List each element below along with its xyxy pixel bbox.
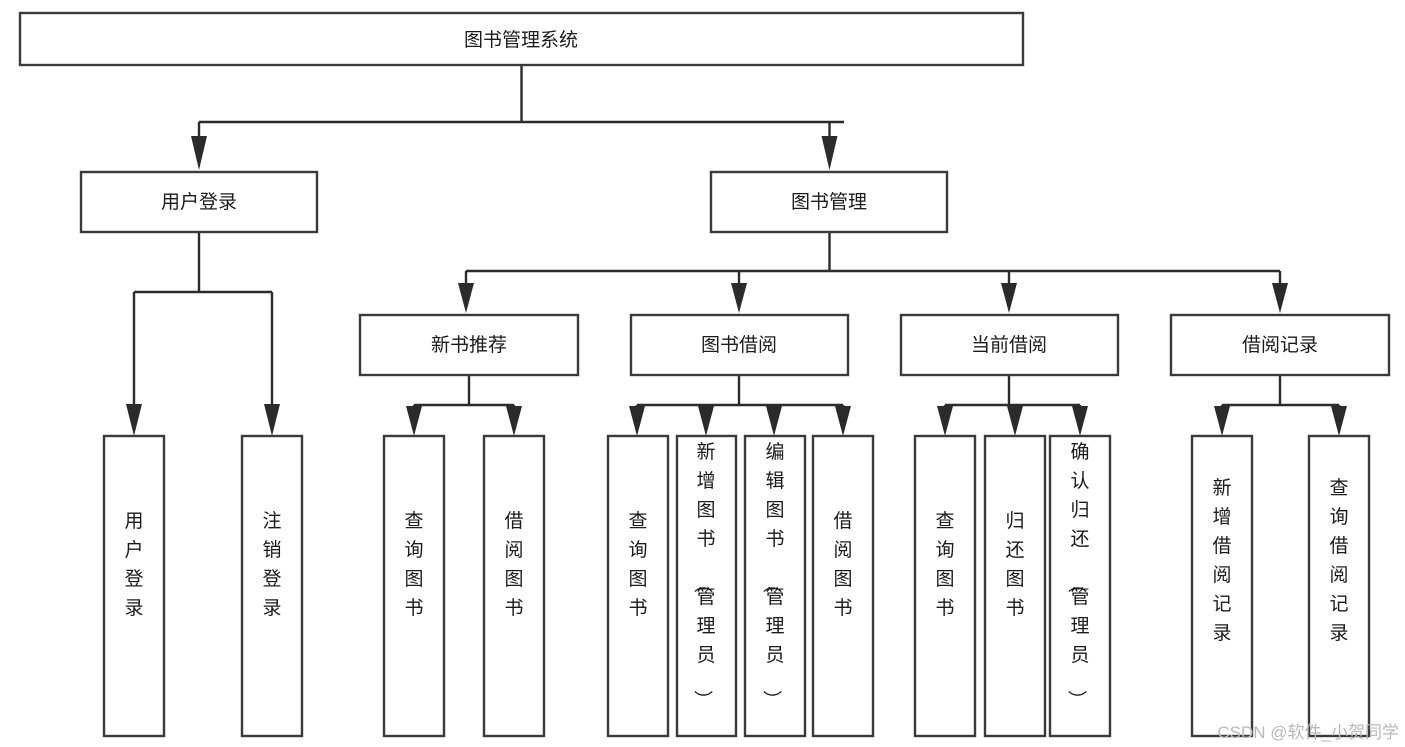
connector-group-book-mgmt (458, 232, 1288, 313)
arrow-current-leaf-1 (937, 406, 953, 436)
arrow-borrow-leaf-1 (629, 406, 645, 436)
leaf-borrow-query-box[interactable] (606, 434, 670, 738)
arrow-root-to-book-mgmt (821, 136, 838, 170)
arrow-book-mgmt-to-new-books (458, 283, 474, 313)
node-root-label: 图书管理系统 (464, 29, 578, 51)
leaf-borrow-add-book-box[interactable] (675, 434, 738, 738)
arrow-user-login-leaf-1 (126, 404, 142, 436)
leaf-user-login-label: 用户登录 (124, 511, 143, 619)
watermark-label: CSDN @软件_小贺同学 (1217, 723, 1399, 742)
arrow-borrow-leaf-2 (698, 406, 714, 436)
leaf-records-query-label: 查询借阅记录 (1329, 477, 1348, 644)
node-borrow-records-label: 借阅记录 (1242, 334, 1318, 356)
leaf-borrow-edit-book-label: 编辑图书（管理员） (760, 441, 784, 709)
arrow-new-books-leaf-1 (406, 406, 422, 436)
leaf-current-return[interactable]: 归还图书 (983, 434, 1047, 738)
leaf-borrow-book[interactable]: 借阅图书 (811, 434, 875, 738)
arrow-root-to-user-login (191, 136, 207, 170)
leaf-new-books-query-box[interactable] (382, 434, 446, 738)
connector-group-root (191, 65, 844, 170)
leaf-new-books-borrow-label: 借阅图书 (504, 510, 523, 619)
leaf-current-confirm-return[interactable]: 确认归还（管理员） (1048, 434, 1112, 738)
connector-group-new-books (406, 375, 522, 436)
leaf-records-add-box[interactable] (1190, 434, 1254, 738)
node-new-book-recommend-box[interactable] (358, 313, 580, 377)
node-current-borrow[interactable]: 当前借阅 (899, 313, 1120, 377)
node-borrow-records-box[interactable] (1169, 313, 1391, 377)
node-book-borrow-box[interactable] (629, 313, 850, 377)
leaf-logout-box[interactable] (240, 434, 304, 738)
leaf-logout-label: 注销登录 (262, 510, 281, 619)
leaf-current-confirm-return-label: 确认归还（管理员） (1065, 441, 1089, 709)
node-current-borrow-box[interactable] (899, 313, 1120, 377)
connector-group-borrow (629, 375, 851, 436)
leaf-records-query-box[interactable] (1307, 434, 1371, 738)
leaf-user-login[interactable]: 用户登录 (102, 434, 166, 738)
node-book-management-box[interactable] (709, 170, 949, 234)
node-current-borrow-label: 当前借阅 (971, 334, 1047, 356)
arrow-borrow-leaf-4 (835, 406, 851, 436)
leaf-borrow-add-book-label: 新增图书（管理员） (691, 441, 715, 709)
leaf-borrow-query[interactable]: 查询图书 (606, 434, 670, 738)
leaf-current-confirm-return-box[interactable] (1048, 434, 1112, 738)
leaf-records-add-label: 新增借阅记录 (1212, 477, 1231, 644)
leaf-new-books-query-label: 查询图书 (404, 510, 423, 619)
node-borrow-records[interactable]: 借阅记录 (1169, 313, 1391, 377)
leaf-records-add[interactable]: 新增借阅记录 (1190, 434, 1254, 738)
arrow-user-login-leaf-2 (264, 404, 280, 436)
arrow-book-mgmt-to-records (1272, 283, 1288, 313)
node-book-borrow[interactable]: 图书借阅 (629, 313, 850, 377)
node-user-login[interactable]: 用户登录 (79, 170, 319, 234)
node-book-management[interactable]: 图书管理 (709, 170, 949, 234)
node-book-management-label: 图书管理 (791, 191, 867, 213)
arrow-records-leaf-1 (1214, 406, 1230, 436)
arrow-new-books-leaf-2 (506, 406, 522, 436)
node-book-borrow-label: 图书借阅 (701, 334, 777, 356)
leaf-new-books-borrow-box[interactable] (482, 434, 546, 738)
leaf-current-query-label: 查询图书 (935, 510, 954, 619)
arrow-book-mgmt-to-current (1001, 283, 1017, 313)
leaf-borrow-add-book[interactable]: 新增图书（管理员） (675, 434, 738, 738)
leaf-current-return-label: 归还图书 (1005, 510, 1024, 619)
leaf-current-query[interactable]: 查询图书 (913, 434, 977, 738)
leaf-current-return-box[interactable] (983, 434, 1047, 738)
leaf-borrow-edit-book-box[interactable] (743, 434, 807, 738)
connector-group-current (937, 375, 1088, 436)
leaf-new-books-query[interactable]: 查询图书 (382, 434, 446, 738)
leaf-current-query-box[interactable] (913, 434, 977, 738)
connector-group-user-login (126, 232, 280, 436)
arrow-current-leaf-3 (1072, 406, 1088, 436)
leaf-user-login-box[interactable] (102, 434, 166, 738)
leaf-logout[interactable]: 注销登录 (240, 434, 304, 738)
arrow-borrow-leaf-3 (766, 406, 782, 436)
node-new-book-recommend[interactable]: 新书推荐 (358, 313, 580, 377)
node-new-book-recommend-label: 新书推荐 (431, 334, 507, 356)
leaf-borrow-book-label: 借阅图书 (833, 510, 852, 619)
arrow-current-leaf-2 (1007, 406, 1023, 436)
connector-group-records (1214, 375, 1347, 436)
arrow-book-mgmt-to-borrow (731, 283, 747, 313)
leaf-new-books-borrow[interactable]: 借阅图书 (482, 434, 546, 738)
node-root[interactable]: 图书管理系统 (18, 11, 1025, 67)
leaf-borrow-book-box[interactable] (811, 434, 875, 738)
node-user-login-box[interactable] (79, 170, 319, 234)
arrow-records-leaf-2 (1331, 406, 1347, 436)
node-user-login-label: 用户登录 (161, 191, 237, 213)
leaf-borrow-edit-book[interactable]: 编辑图书（管理员） (743, 434, 807, 738)
node-root-box[interactable] (18, 11, 1025, 67)
leaf-records-query[interactable]: 查询借阅记录 (1307, 434, 1371, 738)
leaf-borrow-query-label: 查询图书 (628, 510, 647, 619)
